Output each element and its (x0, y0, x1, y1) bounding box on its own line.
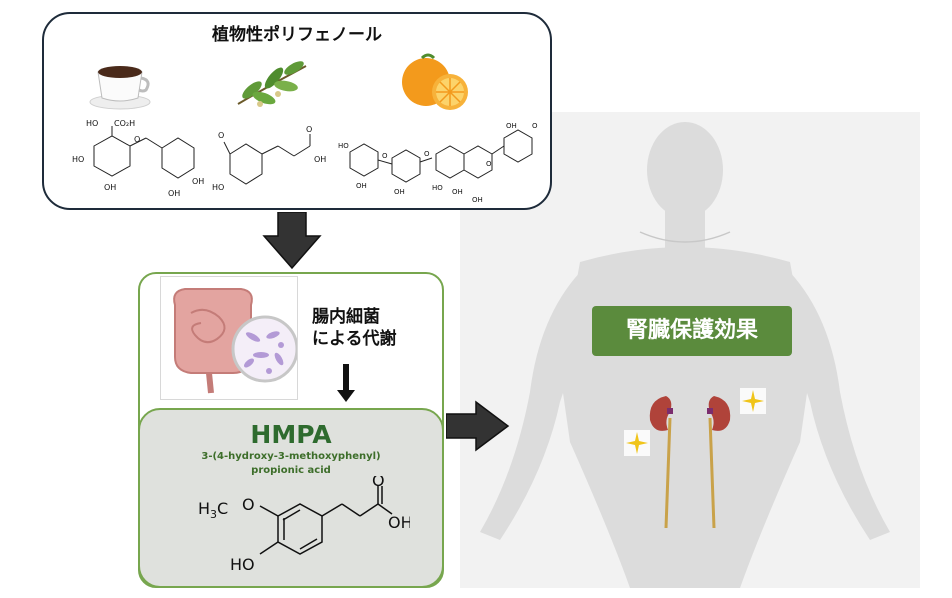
chem-label: O (218, 131, 224, 140)
acid-oh-label: OH (388, 513, 410, 532)
hmpa-title: HMPA (250, 420, 332, 449)
chem-label: OH (192, 177, 204, 186)
chem-label: O (134, 135, 140, 144)
chem-label: O (486, 160, 492, 168)
chem-label: HO (212, 183, 224, 192)
chem-label: OH (356, 182, 367, 190)
chem-label: HO (432, 184, 443, 192)
hmpa-structure: H3C O HO O OH (198, 476, 410, 574)
ether-o-label: O (242, 495, 255, 514)
methoxy-label: H3C (198, 499, 228, 521)
hmpa-fullname-line2: propionic acid (251, 465, 331, 476)
chem-label: O (306, 125, 312, 134)
leaf-branch-icon (237, 61, 307, 107)
chem-label: OH (394, 188, 405, 196)
chem-label: OH (506, 122, 517, 130)
ferulic-acid-structure: O HO OH O (212, 125, 326, 192)
gut-bacteria-illustration (160, 276, 299, 400)
chem-label: CO₂H (114, 119, 135, 128)
chlorogenic-acid-structure: HO CO₂H O HO OH OH OH (72, 119, 204, 198)
orange-fruit-icon (402, 53, 468, 110)
sources-title: 植物性ポリフェノール (212, 25, 382, 45)
metabolism-line1: 腸内細菌 (312, 307, 380, 327)
chem-label: OH (104, 183, 116, 192)
hmpa-box: HMPA 3-(4-hydroxy-3-methoxyphenyl) propi… (138, 408, 444, 588)
sparkle-icon (624, 430, 650, 456)
kidneys-icon (649, 396, 731, 529)
arrow-right-icon (446, 400, 510, 452)
chem-label: OH (452, 188, 463, 196)
carbonyl-o-label: O (372, 476, 385, 490)
gut-bacteria-metabolism-label: 腸内細菌 による代謝 (312, 306, 397, 350)
chem-label: HO (72, 155, 84, 164)
intestine-icon (173, 288, 299, 394)
hmpa-fullname: 3-(4-hydroxy-3-methoxyphenyl) propionic … (140, 450, 442, 478)
chem-label: O (532, 122, 538, 130)
metabolism-line2: による代謝 (312, 329, 397, 349)
chem-label: O (382, 152, 388, 160)
chem-label: OH (168, 189, 180, 198)
arrow-down-icon (262, 212, 322, 270)
chem-label: HO (86, 119, 98, 128)
hesperidin-structure: HO OH O OH O O OH HO OH OH O (338, 122, 538, 204)
effect-badge: 腎臓保護効果 (592, 306, 792, 356)
chem-label: OH (472, 196, 483, 204)
chem-label: O (424, 150, 430, 158)
polyphenol-sources-box: 植物性ポリフェノール (42, 12, 552, 210)
arrow-down-icon (337, 364, 355, 402)
hydroxyl-label: HO (230, 555, 255, 574)
coffee-cup-icon (89, 66, 151, 110)
chem-label: HO (338, 142, 349, 150)
chem-label: OH (314, 155, 326, 164)
sparkle-icon (740, 388, 766, 414)
hmpa-fullname-line1: 3-(4-hydroxy-3-methoxyphenyl) (201, 451, 381, 462)
